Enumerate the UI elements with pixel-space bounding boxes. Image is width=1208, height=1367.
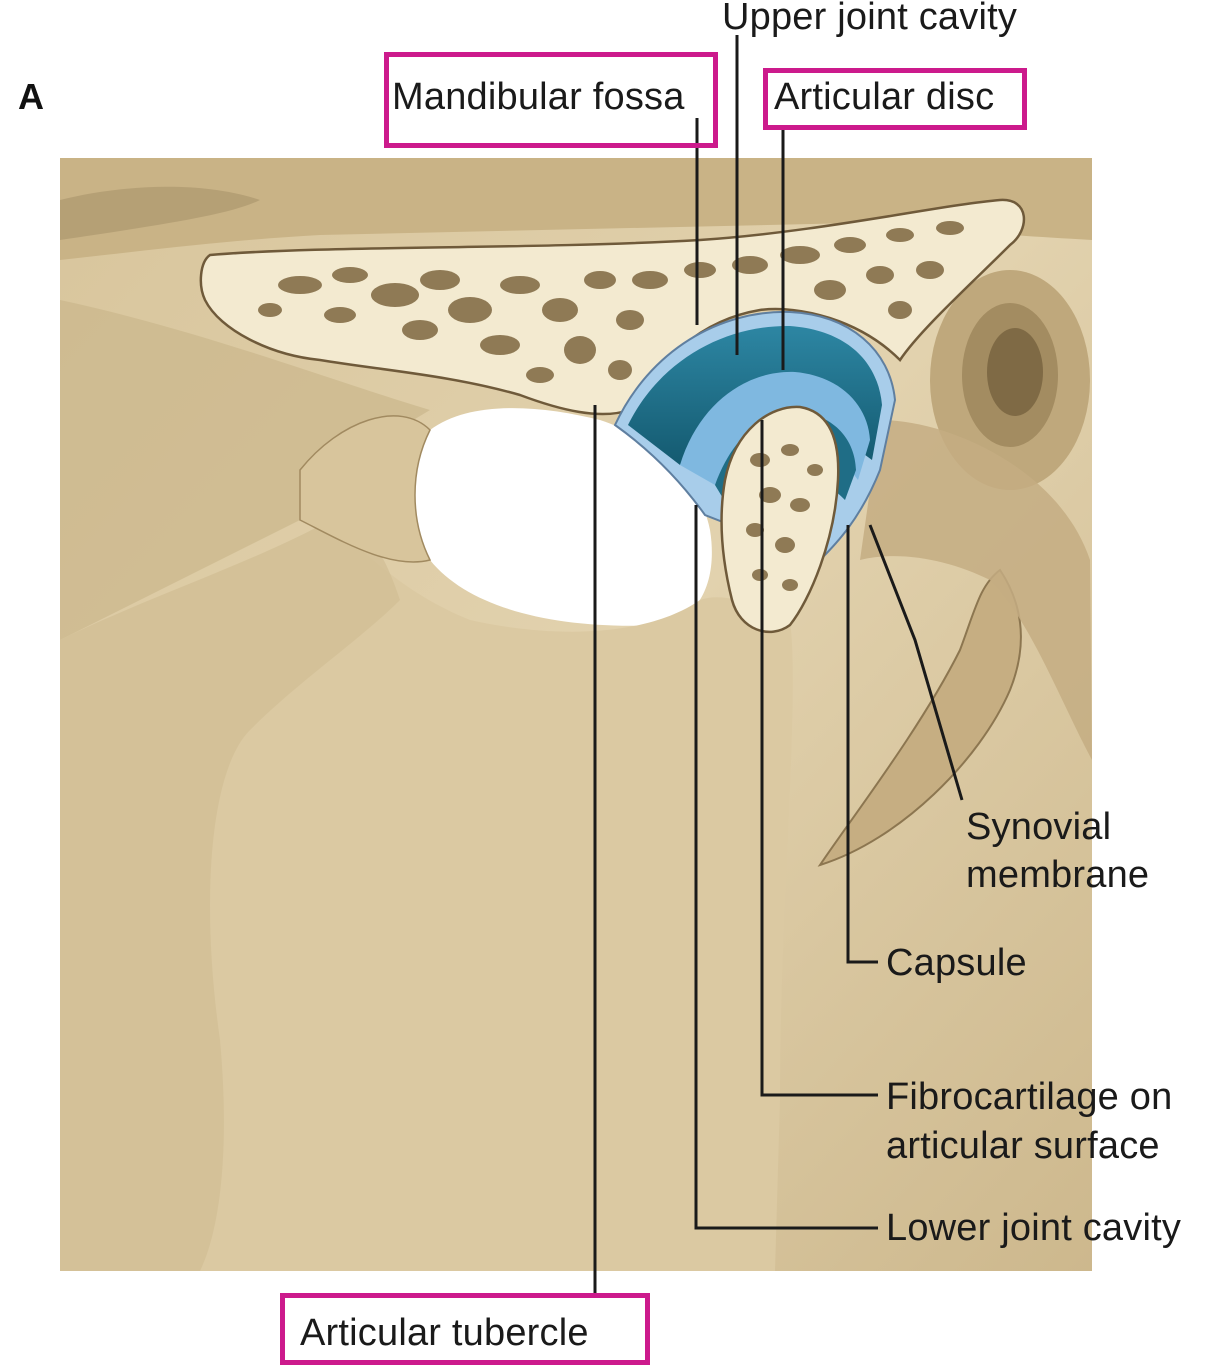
label-synovial-membrane-line1: Synovial xyxy=(966,804,1111,852)
panel-letter: A xyxy=(18,76,44,118)
label-mandibular-fossa: Mandibular fossa xyxy=(392,74,685,122)
label-fibrocartilage-line1: Fibrocartilage on xyxy=(886,1074,1172,1122)
label-synovial-membrane-line2: membrane xyxy=(966,852,1149,900)
label-upper-joint-cavity: Upper joint cavity xyxy=(722,0,1017,42)
label-capsule: Capsule xyxy=(886,940,1027,988)
label-articular-tubercle: Articular tubercle xyxy=(300,1310,589,1358)
label-fibrocartilage-line2: articular surface xyxy=(886,1123,1160,1171)
label-articular-disc: Articular disc xyxy=(774,74,994,122)
label-lower-joint-cavity: Lower joint cavity xyxy=(886,1205,1181,1253)
